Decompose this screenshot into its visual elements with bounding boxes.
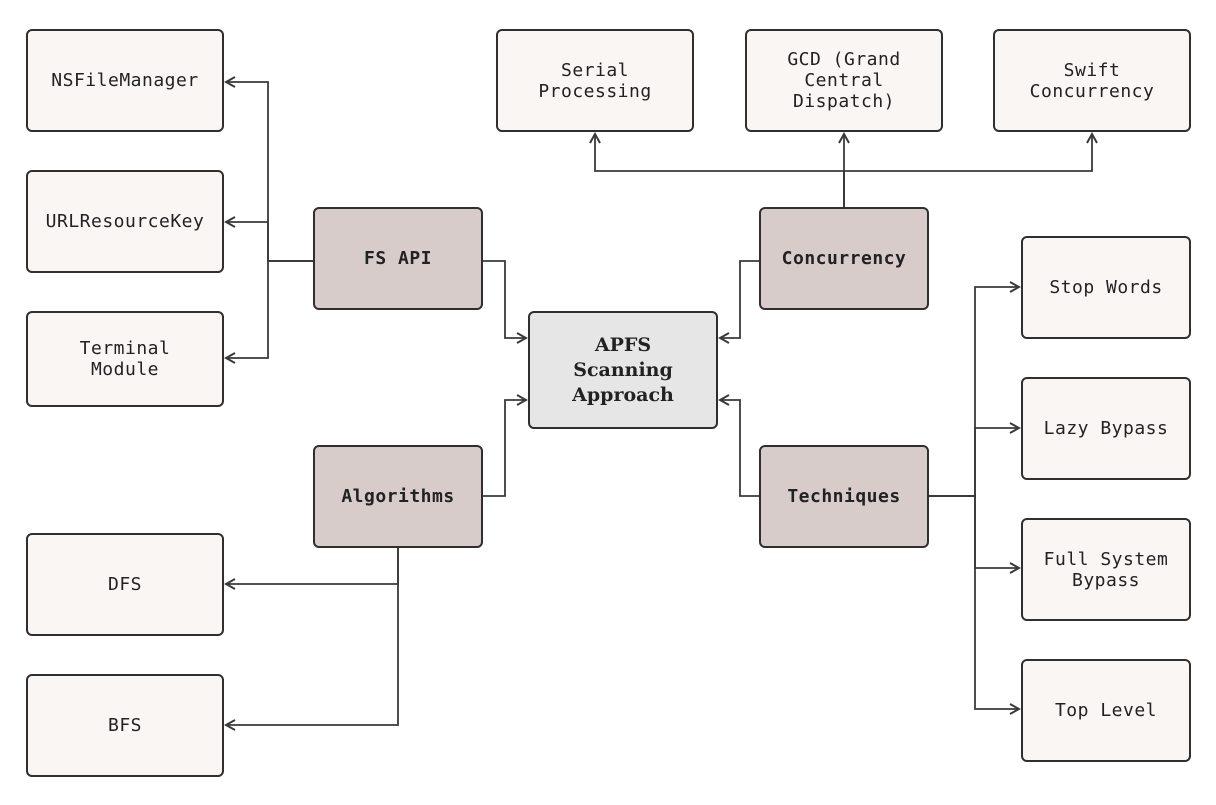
edge-fs-api-to-urlresourcekey [226, 222, 313, 262]
edge-concurrency-to-serial-processing [595, 134, 845, 207]
node-dfs[interactable]: DFS [26, 533, 224, 636]
node-apfs-scanning-approach[interactable]: APFS Scanning Approach [528, 311, 718, 429]
node-gcd[interactable]: GCD (Grand Central Dispatch) [745, 29, 943, 132]
edge-algorithms-to-bfs [226, 548, 399, 725]
edge-fs-api-to-nsfilemanager [226, 82, 313, 262]
node-nsfilemanager[interactable]: NSFileManager [26, 29, 224, 132]
edge-techniques-to-center [720, 400, 759, 497]
edge-techniques-to-lazy-bypass [929, 428, 1019, 497]
node-urlresourcekey[interactable]: URLResourceKey [26, 170, 224, 273]
node-terminal-module[interactable]: Terminal Module [26, 311, 224, 407]
node-fs-api[interactable]: FS API [313, 207, 483, 310]
node-concurrency[interactable]: Concurrency [759, 207, 929, 310]
node-lazy-bypass[interactable]: Lazy Bypass [1021, 377, 1191, 480]
edge-concurrency-to-center [720, 260, 759, 338]
edge-techniques-to-stop-words [929, 287, 1019, 497]
edge-techniques-to-top-level [929, 495, 1019, 709]
node-top-level[interactable]: Top Level [1021, 659, 1191, 762]
edge-algorithms-to-dfs [226, 548, 399, 584]
node-techniques[interactable]: Techniques [759, 445, 929, 548]
edge-fs-api-to-terminal-module [226, 260, 313, 358]
edge-algorithms-to-center [483, 400, 526, 497]
edge-concurrency-to-swift-concurrency [843, 134, 1092, 207]
node-bfs[interactable]: BFS [26, 674, 224, 777]
node-swift-concurrency[interactable]: Swift Concurrency [993, 29, 1191, 132]
node-serial-processing[interactable]: Serial Processing [496, 29, 694, 132]
node-stop-words[interactable]: Stop Words [1021, 236, 1191, 339]
edge-fs-api-to-center [483, 260, 526, 338]
edge-techniques-to-full-system-bypass [929, 495, 1019, 568]
node-full-system-bypass[interactable]: Full System Bypass [1021, 518, 1191, 621]
node-algorithms[interactable]: Algorithms [313, 445, 483, 548]
